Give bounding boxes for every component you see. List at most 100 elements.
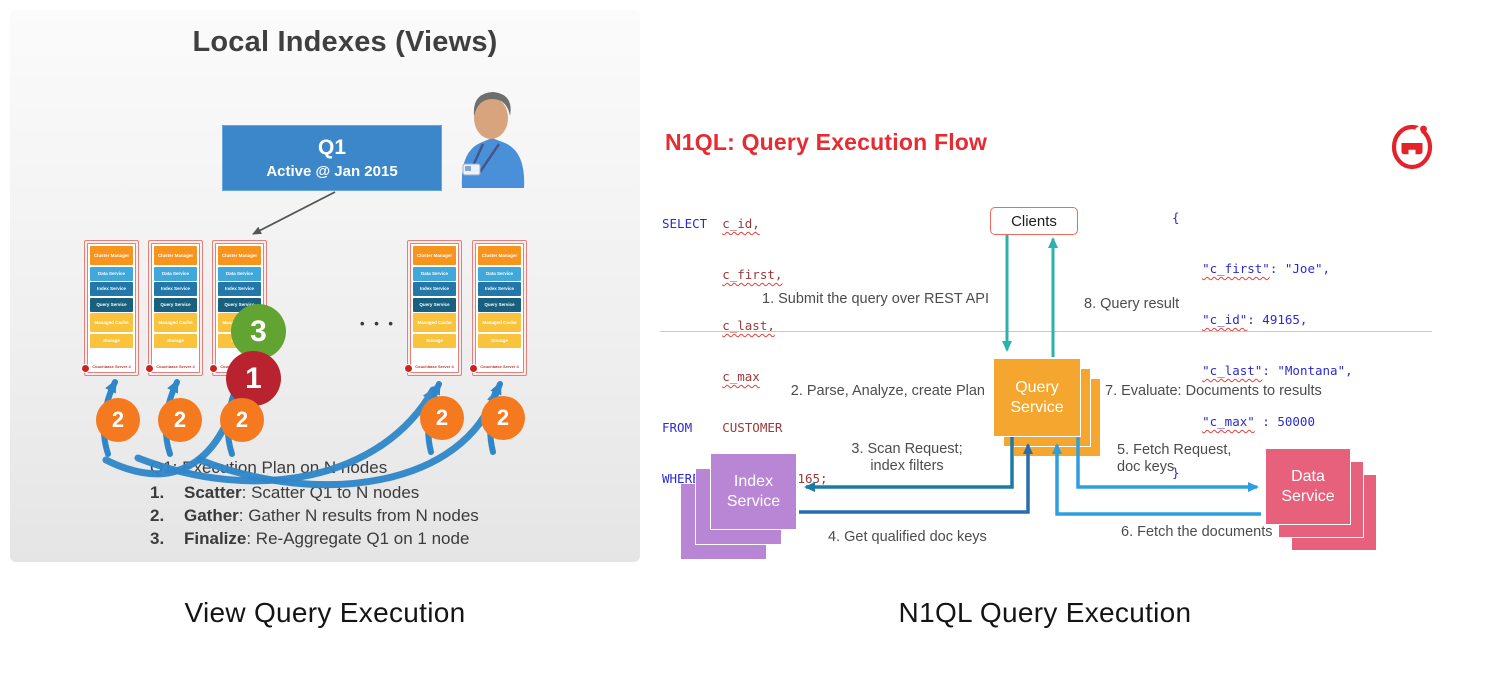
step-6-label: 6. Fetch the documents xyxy=(1121,524,1273,540)
service-query: Query Service xyxy=(413,297,456,312)
sql-keyword: SELECT xyxy=(662,216,708,231)
couchbase-mini-logo-icon xyxy=(404,364,413,373)
q1-label: Q1 xyxy=(317,136,346,159)
service-managed-cache: Managed Cache xyxy=(478,313,521,332)
couchbase-mini-logo-icon xyxy=(469,364,478,373)
gather-step-badge: 2 xyxy=(420,396,464,440)
cluster-node: Cluster Manager Data Service Index Servi… xyxy=(404,240,462,376)
cluster-node: Cluster Manager Data Service Index Servi… xyxy=(81,240,139,376)
legend-text: : Scatter Q1 to N nodes xyxy=(241,483,420,502)
service-managed-cache: Managed Cache xyxy=(90,313,133,332)
left-slide-title: Local Indexes (Views) xyxy=(192,26,498,58)
service-query: Query Service xyxy=(478,297,521,312)
node-footer-label: Couchbase Server 4 xyxy=(156,364,195,369)
step-4-label: 4. Get qualified doc keys xyxy=(828,529,987,545)
sql-column: c_id, xyxy=(722,216,760,231)
service-storage: Storage xyxy=(413,333,456,348)
sql-column: c_max xyxy=(722,369,760,384)
data-service-stack: Data Service xyxy=(1265,448,1377,551)
json-key: "c_max" xyxy=(1202,414,1255,429)
legend-num: 1. xyxy=(150,483,165,502)
legend-text: : Re-Aggregate Q1 on 1 node xyxy=(246,529,470,548)
finalize-step-badge: 3 xyxy=(231,304,286,359)
service-cluster-manager: Cluster Manager xyxy=(413,246,456,265)
service-index: Index Service xyxy=(413,282,456,296)
step-3-label: 3. Scan Request; index filters xyxy=(822,441,992,475)
service-index: Index Service xyxy=(90,282,133,296)
right-caption: N1QL Query Execution xyxy=(898,597,1192,628)
service-query: Query Service xyxy=(154,297,197,312)
service-data: Data Service xyxy=(90,266,133,281)
gather-step-badge: 2 xyxy=(481,396,525,440)
index-service-stack: Index Service xyxy=(680,453,797,560)
service-data: Data Service xyxy=(218,266,261,281)
legend-item-finalize: 3. Finalize: Re-Aggregate Q1 on 1 node xyxy=(150,529,479,549)
legend-num: 3. xyxy=(150,529,165,548)
q1-subtitle: Active @ Jan 2015 xyxy=(266,163,398,180)
sql-keyword: WHERE xyxy=(662,471,700,486)
q1-to-node-arrow xyxy=(252,191,336,235)
legend-keyword: Scatter xyxy=(184,483,242,502)
json-value: : "Montana", xyxy=(1262,363,1353,378)
service-index: Index Service xyxy=(218,282,261,296)
service-managed-cache: Managed Cache xyxy=(413,313,456,332)
service-managed-cache: Managed Cache xyxy=(154,313,197,332)
sql-table: CUSTOMER xyxy=(722,420,783,435)
service-cluster-manager: Cluster Manager xyxy=(478,246,521,265)
gather-step-badge: 2 xyxy=(96,398,140,442)
service-storage: Storage xyxy=(154,333,197,348)
cluster-node: Cluster Manager Data Service Index Servi… xyxy=(469,240,527,376)
data-service-box: Data Service xyxy=(1265,448,1351,525)
cluster-node: Cluster Manager Data Service Index Servi… xyxy=(145,240,203,376)
json-key: "c_last" xyxy=(1202,363,1263,378)
left-caption: View Query Execution xyxy=(184,597,466,628)
gather-step-badge: 2 xyxy=(158,398,202,442)
execution-plan-legend: Q1: Execution Plan on N nodes 1. Scatter… xyxy=(150,458,479,552)
json-value: : 50000 xyxy=(1254,414,1315,429)
q1-query-box: Q1 Active @ Jan 2015 xyxy=(222,125,442,191)
service-storage: Storage xyxy=(478,333,521,348)
view-query-execution-slide: Local Indexes (Views) Q1 Active @ Jan 20… xyxy=(10,10,640,562)
legend-heading: Q1: Execution Plan on N nodes xyxy=(150,458,388,477)
clients-box: Clients xyxy=(990,207,1078,235)
couchbase-mini-logo-icon xyxy=(145,364,154,373)
service-storage: Storage xyxy=(90,333,133,348)
service-cluster-manager: Cluster Manager xyxy=(154,246,197,265)
json-key: "c_id" xyxy=(1202,312,1248,327)
node-footer-label: Couchbase Server 4 xyxy=(480,364,519,369)
service-data: Data Service xyxy=(478,266,521,281)
legend-num: 2. xyxy=(150,506,165,525)
step-1-label: 1. Submit the query over REST API xyxy=(762,291,990,307)
service-cluster-manager: Cluster Manager xyxy=(90,246,133,265)
json-key: "c_first" xyxy=(1202,261,1270,276)
flow-divider xyxy=(660,331,1432,332)
service-data: Data Service xyxy=(413,266,456,281)
json-value: : 49165, xyxy=(1247,312,1308,327)
index-service-box: Index Service xyxy=(710,453,797,530)
sql-column: c_last, xyxy=(722,318,775,333)
json-value: : "Joe", xyxy=(1269,261,1331,276)
gather-step-badge: 2 xyxy=(220,398,264,442)
service-index: Index Service xyxy=(478,282,521,296)
step-3-line2: index filters xyxy=(870,458,944,474)
service-cluster-manager: Cluster Manager xyxy=(218,246,261,265)
step-5-line1: 5. Fetch Request, xyxy=(1117,442,1232,458)
service-index: Index Service xyxy=(154,282,197,296)
person-icon xyxy=(461,92,525,188)
legend-text: : Gather N results from N nodes xyxy=(238,506,479,525)
step-2-label: 2. Parse, Analyze, create Plan xyxy=(790,383,985,399)
sql-column: c_first, xyxy=(722,267,783,282)
legend-item-gather: 2. Gather: Gather N results from N nodes xyxy=(150,506,479,526)
node-footer-label: Couchbase Server 4 xyxy=(415,364,454,369)
step-7-label: 7. Evaluate: Documents to results xyxy=(1105,383,1322,399)
query-service-box: Query Service xyxy=(993,358,1081,437)
more-nodes-ellipsis: • • • xyxy=(360,316,396,331)
sql-keyword: FROM xyxy=(662,420,693,435)
query-result-json: { "c_first": "Joe", "c_id": 49165, "c_la… xyxy=(1172,175,1353,515)
service-data: Data Service xyxy=(154,266,197,281)
step-5-line2: doc keys xyxy=(1117,459,1175,475)
couchbase-logo-icon xyxy=(1391,122,1433,170)
step-3-line1: 3. Scan Request; xyxy=(851,441,963,457)
